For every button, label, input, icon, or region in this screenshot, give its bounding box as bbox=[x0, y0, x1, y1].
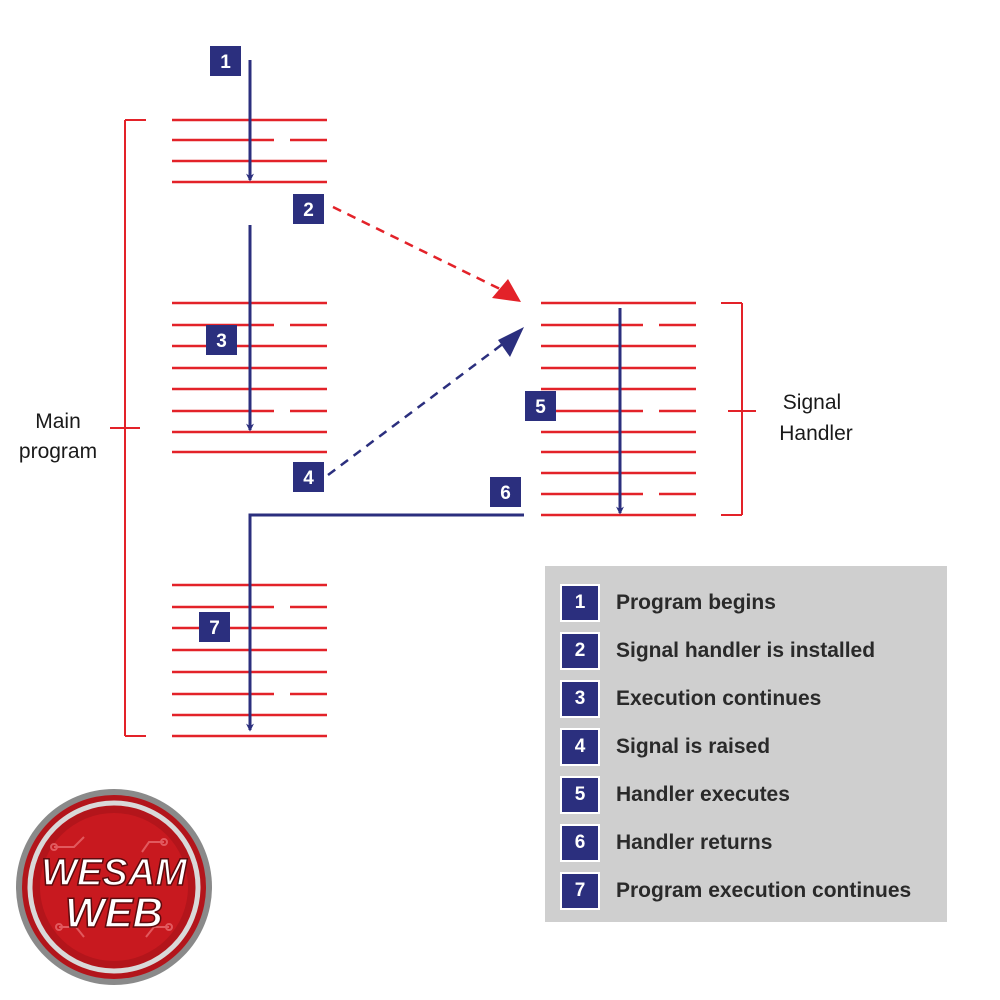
main-program-label-line2: program bbox=[19, 440, 97, 463]
svg-text:7: 7 bbox=[209, 618, 220, 639]
legend-number-6: 6 bbox=[560, 824, 600, 862]
legend-number-2: 2 bbox=[560, 632, 600, 670]
svg-text:1: 1 bbox=[220, 52, 231, 73]
legend-panel: 1 Program begins 2 Signal handler is ins… bbox=[545, 566, 947, 922]
arrow-handler-installed bbox=[332, 205, 503, 292]
legend-number-7: 7 bbox=[560, 872, 600, 910]
badge-3: 3 bbox=[206, 325, 237, 355]
legend-text-6: Handler returns bbox=[616, 831, 773, 854]
signal-handler-bracket bbox=[721, 302, 756, 516]
wesam-web-logo: WESAM WEB bbox=[16, 789, 212, 985]
red-arrowhead bbox=[492, 279, 521, 302]
svg-text:3: 3 bbox=[216, 331, 227, 352]
legend-text-3: Execution continues bbox=[616, 687, 822, 710]
legend-number-5: 5 bbox=[560, 776, 600, 814]
legend-item: 5 Handler executes bbox=[545, 776, 947, 824]
legend-text-1: Program begins bbox=[616, 591, 776, 614]
logo-text-line1: WESAM bbox=[41, 852, 188, 894]
badge-4: 4 bbox=[293, 462, 324, 492]
badge-5: 5 bbox=[525, 391, 556, 421]
badge-2: 2 bbox=[293, 194, 324, 224]
logo-text-line2: WEB bbox=[65, 889, 163, 936]
legend-item: 4 Signal is raised bbox=[545, 728, 947, 776]
legend-item: 7 Program execution continues bbox=[545, 872, 947, 920]
legend-item: 3 Execution continues bbox=[545, 680, 947, 728]
main-program-bracket bbox=[110, 119, 146, 737]
badge-1: 1 bbox=[210, 46, 241, 76]
svg-text:5: 5 bbox=[535, 397, 546, 418]
navy-arrowhead bbox=[498, 327, 524, 357]
legend-number-3: 3 bbox=[560, 680, 600, 718]
badge-6: 6 bbox=[490, 477, 521, 507]
legend-number-1: 1 bbox=[560, 584, 600, 622]
badge-7: 7 bbox=[199, 612, 230, 642]
signal-handler-label-line1: Signal bbox=[783, 391, 841, 414]
signal-arrows bbox=[327, 205, 509, 476]
arrow-signal-raised bbox=[327, 339, 509, 476]
execution-arrows bbox=[246, 60, 624, 732]
svg-text:4: 4 bbox=[303, 468, 314, 489]
legend-item: 1 Program begins bbox=[545, 584, 947, 632]
legend-item: 2 Signal handler is installed bbox=[545, 632, 947, 680]
legend-text-2: Signal handler is installed bbox=[616, 639, 876, 662]
signal-handler-label-line2: Handler bbox=[779, 422, 853, 445]
legend-text-5: Handler executes bbox=[616, 783, 790, 806]
svg-text:2: 2 bbox=[303, 200, 314, 221]
arrow-handler-returns bbox=[246, 513, 524, 732]
legend-text-7: Program execution continues bbox=[616, 879, 912, 902]
legend-number-4: 4 bbox=[560, 728, 600, 766]
svg-text:6: 6 bbox=[500, 483, 511, 504]
legend-text-4: Signal is raised bbox=[616, 735, 771, 758]
legend-item: 6 Handler returns bbox=[545, 824, 947, 872]
main-program-label-line1: Main bbox=[35, 410, 81, 433]
